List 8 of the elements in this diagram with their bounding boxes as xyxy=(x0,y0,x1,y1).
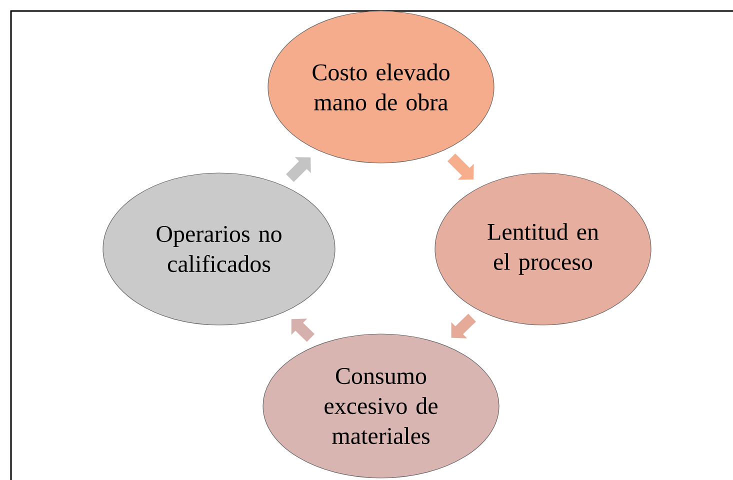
block-arrow xyxy=(447,153,474,180)
block-arrow xyxy=(451,314,476,338)
ellipse-node: Operarios no calificados xyxy=(102,172,336,326)
block-arrow xyxy=(286,157,311,182)
block-arrow xyxy=(291,318,315,342)
ellipse-node: Costo elevado mano de obra xyxy=(268,10,494,164)
ellipse-node: Lentitud en el proceso xyxy=(434,172,652,326)
ellipse-node: Consumo excesivo de materiales xyxy=(262,334,500,478)
